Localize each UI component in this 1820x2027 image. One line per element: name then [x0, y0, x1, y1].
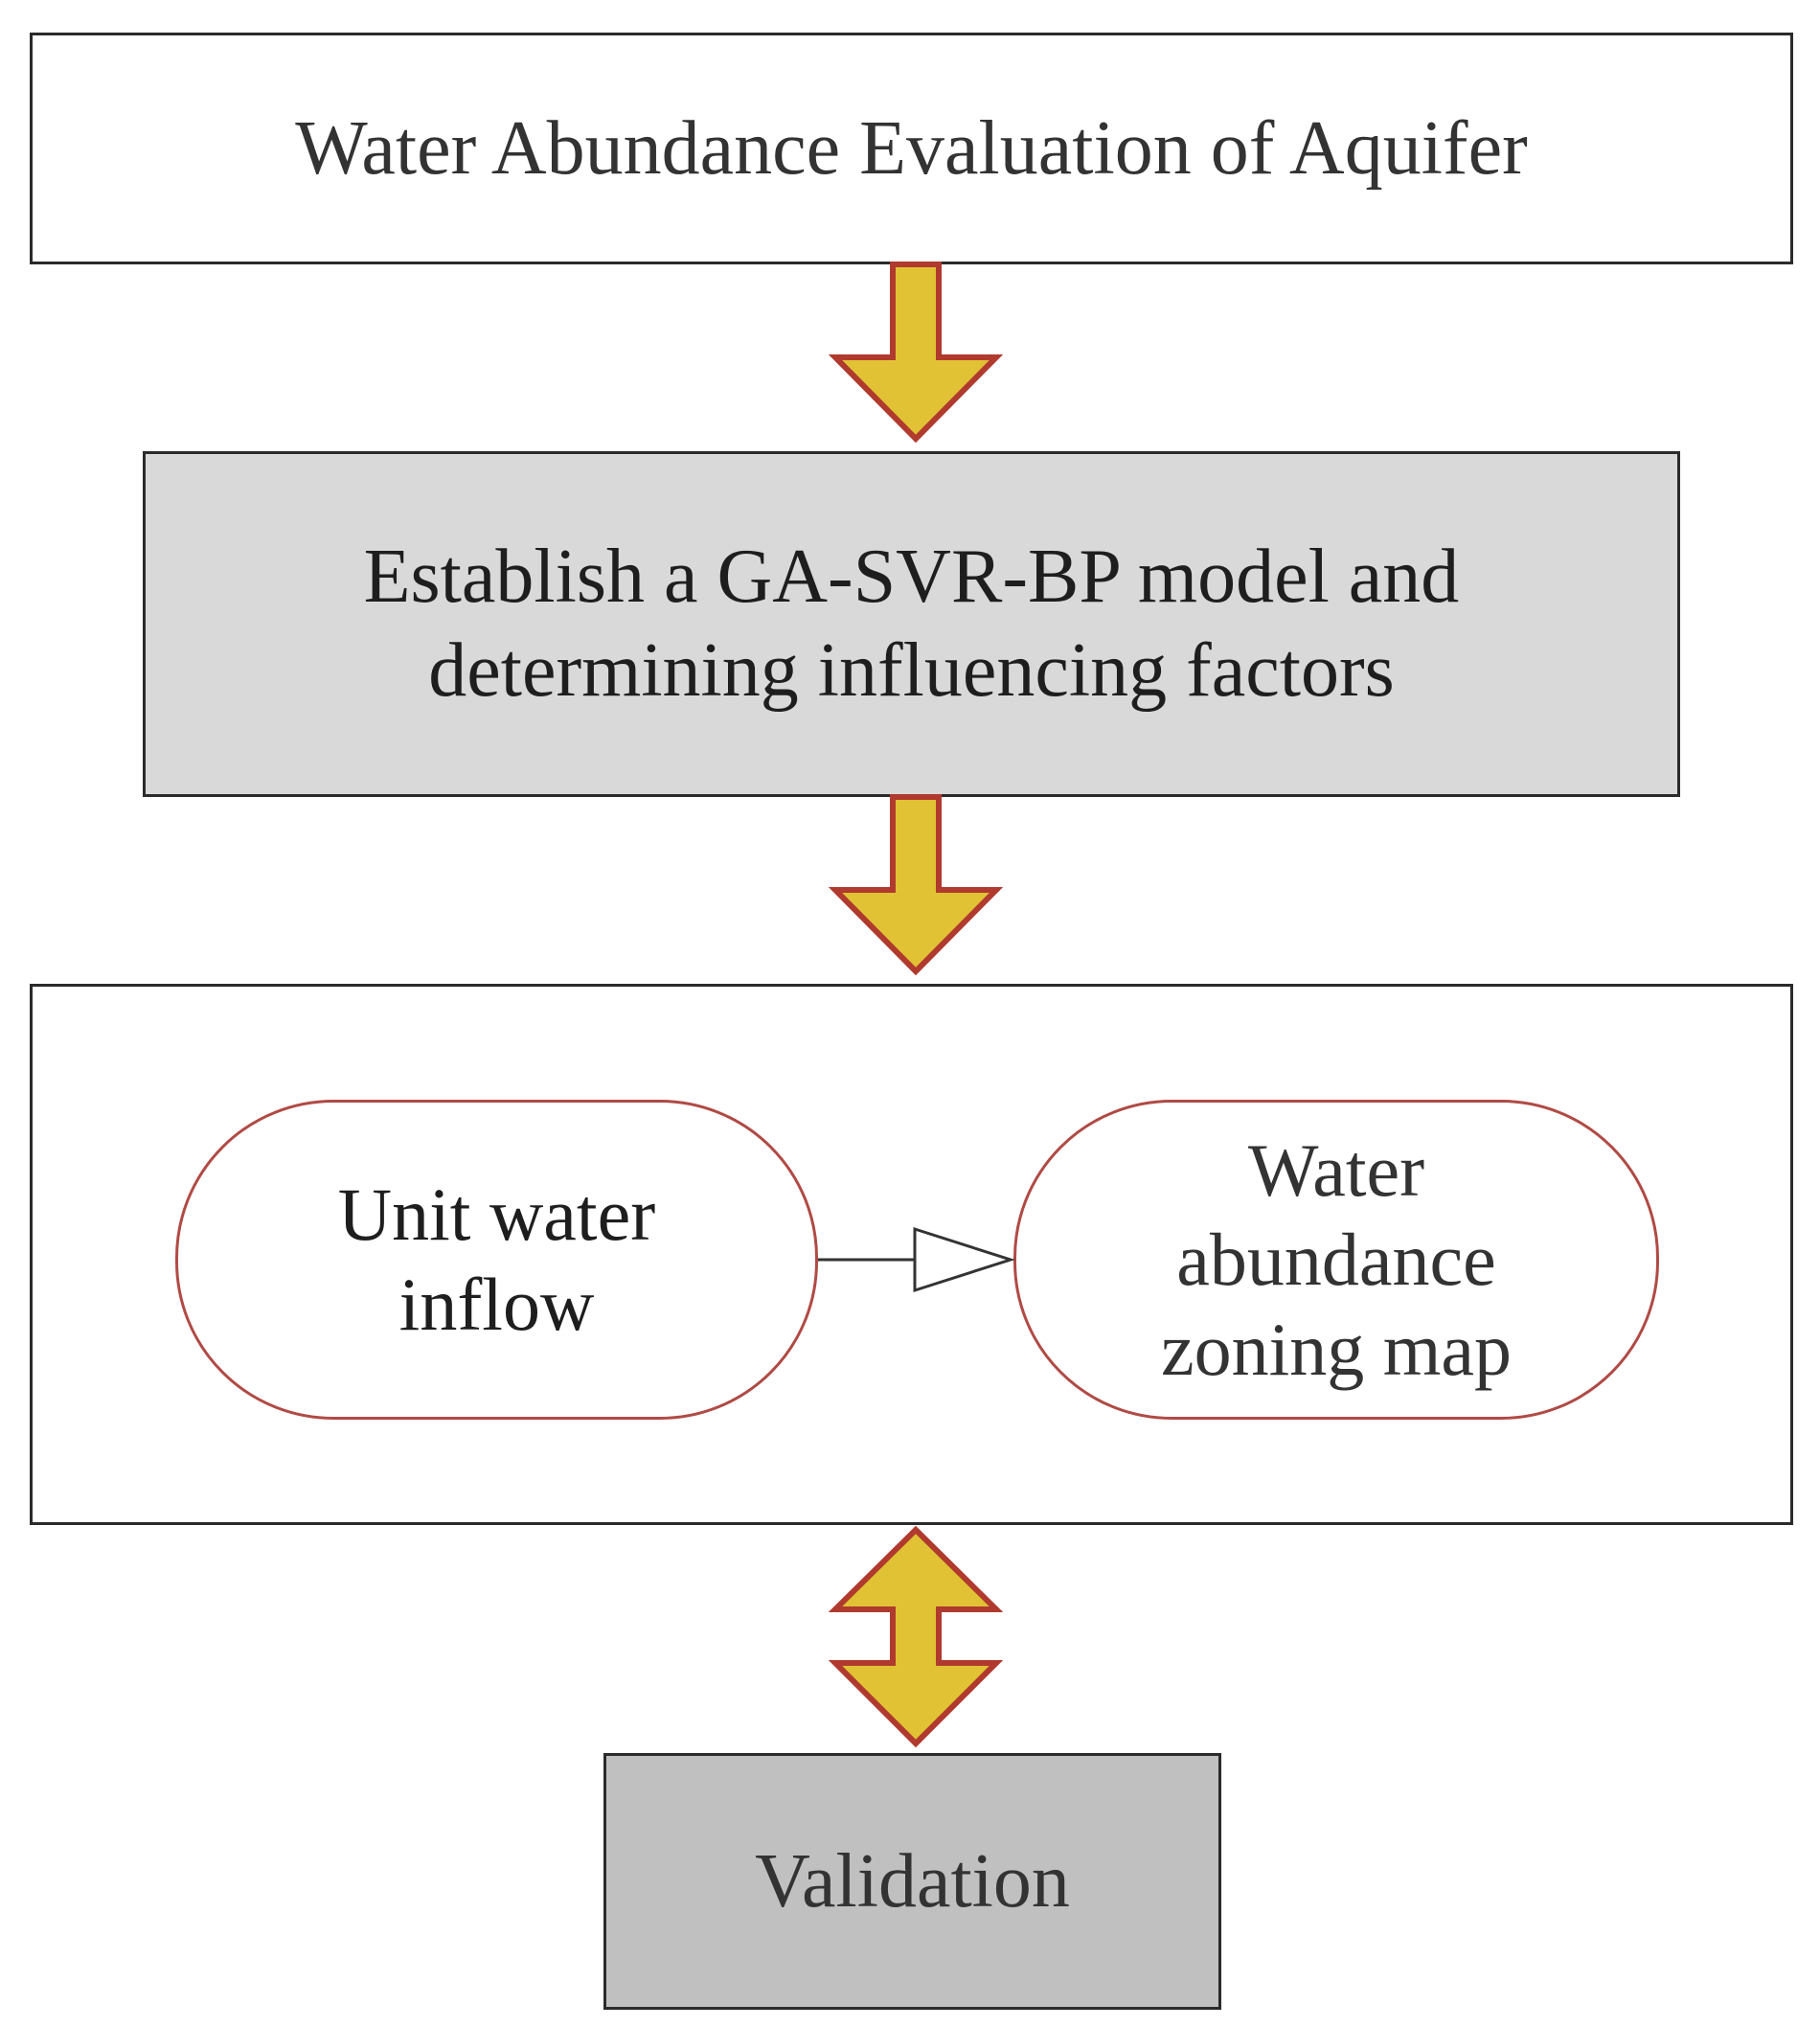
zoning-map-node: Water abundance zoning map: [1013, 1100, 1659, 1420]
double-arrow-results-validation: [828, 1525, 1004, 1748]
model-establish-label: Establish a GA-SVR-BP model and determin…: [363, 534, 1460, 713]
validation-label: Validation: [755, 1838, 1070, 1924]
unit-water-inflow-node: Unit water inflow: [175, 1100, 818, 1420]
aquifer-evaluation-label: Water Abundance Evaluation of Aquifer: [295, 105, 1528, 191]
validation-box: Validation: [603, 1753, 1221, 2010]
unit-water-inflow-label: Unit water inflow: [337, 1173, 656, 1346]
model-establish-box: Establish a GA-SVR-BP model and determin…: [143, 451, 1680, 797]
aquifer-evaluation-box: Water Abundance Evaluation of Aquifer: [30, 33, 1793, 264]
arrow-top-to-model: [828, 262, 1004, 444]
inflow-to-map-arrowhead: [913, 1226, 1015, 1293]
arrow-model-to-results: [828, 794, 1004, 976]
zoning-map-label: Water abundance zoning map: [1160, 1127, 1513, 1391]
